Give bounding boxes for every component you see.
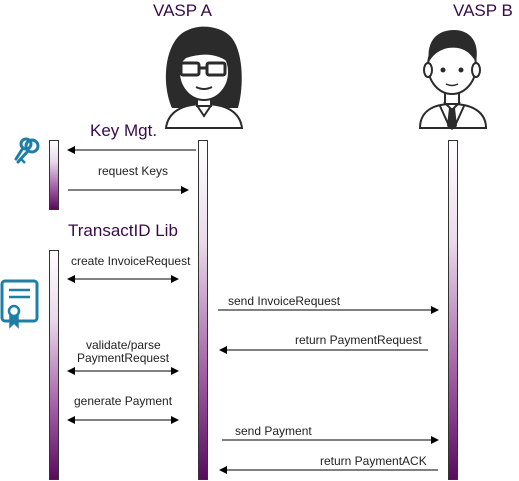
msg-send-invoice: send InvoiceRequest	[228, 294, 341, 308]
key-mgt-lifeline	[49, 140, 59, 210]
msg-generate-payment: generate Payment	[74, 394, 173, 408]
msg-send-payment: send Payment	[235, 424, 312, 438]
group-label-key-mgt: Key Mgt.	[90, 121, 158, 140]
transactid-lib-lifeline	[49, 250, 59, 480]
group-label-transactid-lib: TransactID Lib	[68, 221, 178, 240]
msg-request-keys: request Keys	[98, 164, 169, 178]
msg-validate-parse-line1: validate/parse	[86, 338, 161, 352]
vasp-a-lifeline	[198, 140, 208, 480]
msg-return-payment-request: return PaymentRequest	[295, 333, 422, 347]
msg-return-payment-ack: return PaymentACK	[320, 454, 427, 468]
msg-create-invoice: create InvoiceRequest	[71, 254, 191, 268]
actor-label-vasp-a: VASP A	[153, 1, 212, 20]
vasp-b-lifeline	[448, 140, 458, 480]
actor-label-vasp-b: VASP B	[453, 1, 513, 20]
msg-validate-parse-line2: PaymentRequest	[77, 351, 170, 365]
